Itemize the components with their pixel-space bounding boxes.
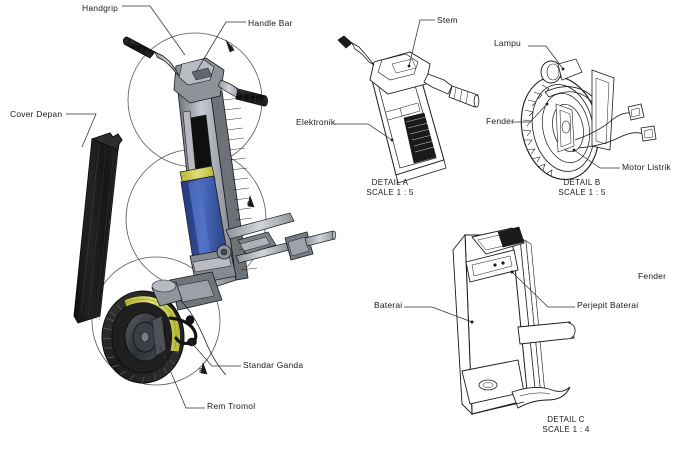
- label-perjepit-baterai: Perjepit Baterai: [577, 300, 639, 310]
- part-steering-column: [169, 87, 258, 311]
- label-lampu: Lampu: [494, 38, 521, 48]
- leader-standar-ganda: [189, 340, 241, 367]
- section-mark-b: B: [199, 366, 205, 375]
- label-standar-ganda: Standar Ganda: [243, 360, 304, 370]
- detail-b-scale: SCALE 1 : 5: [558, 188, 606, 197]
- detail-a-geometry: [337, 35, 480, 184]
- detail-b-geometry: [520, 58, 657, 181]
- leader-rem-tromol: [159, 345, 205, 409]
- section-arrow-marks: [200, 39, 255, 375]
- section-mark-a: A: [229, 43, 235, 52]
- leader-cover-depan: [66, 113, 97, 148]
- detail-c-name: DETAIL C: [547, 415, 585, 424]
- leader-handgrip: [122, 5, 186, 56]
- part-handlebar: [122, 36, 268, 107]
- detail-c-scale: SCALE 1 : 4: [542, 425, 590, 434]
- detail-b-name: DETAIL B: [563, 178, 601, 187]
- part-cover-depan: [73, 132, 123, 324]
- leader-fender-b: [512, 103, 548, 123]
- detail-c-title: DETAIL C SCALE 1 : 4: [526, 415, 606, 435]
- label-cover-depan: Cover Depan: [10, 109, 63, 119]
- leader-elektronik: [334, 123, 393, 141]
- label-fender-b: Fender: [486, 116, 515, 126]
- label-baterai: Baterai: [374, 300, 403, 310]
- detail-a-title: DETAIL A SCALE 1 : 5: [350, 178, 430, 198]
- leader-stem: [408, 19, 435, 67]
- leader-lampu: [528, 45, 564, 70]
- section-mark-c: C: [247, 199, 253, 208]
- leader-perjepit-baterai: [511, 271, 575, 308]
- label-motor-listrik: Motor Listrik: [622, 162, 671, 172]
- main-assembly-geometry: [73, 32, 337, 386]
- detail-a-name: DETAIL A: [371, 178, 409, 187]
- leader-motor-listrik: [573, 149, 620, 169]
- detail-circle-b: [91, 256, 221, 386]
- part-front-wheel: [101, 279, 227, 384]
- label-handgrip: Handgrip: [82, 3, 119, 13]
- detail-a-scale: SCALE 1 : 5: [366, 188, 414, 197]
- detail-b-title: DETAIL B SCALE 1 : 5: [542, 178, 622, 198]
- leader-handle-bar: [195, 21, 246, 73]
- leader-baterai: [404, 306, 473, 323]
- part-frame-arms: [216, 212, 337, 264]
- detail-c-geometry: [452, 226, 576, 416]
- label-rem-tromol: Rem Tromol: [207, 401, 256, 411]
- leader-lines: [66, 5, 620, 409]
- label-handle-bar: Handle Bar: [248, 18, 293, 28]
- label-stem: Stem: [437, 15, 458, 25]
- label-fender-c: Fender: [638, 271, 667, 281]
- label-elektronik: Elektronik: [296, 117, 336, 127]
